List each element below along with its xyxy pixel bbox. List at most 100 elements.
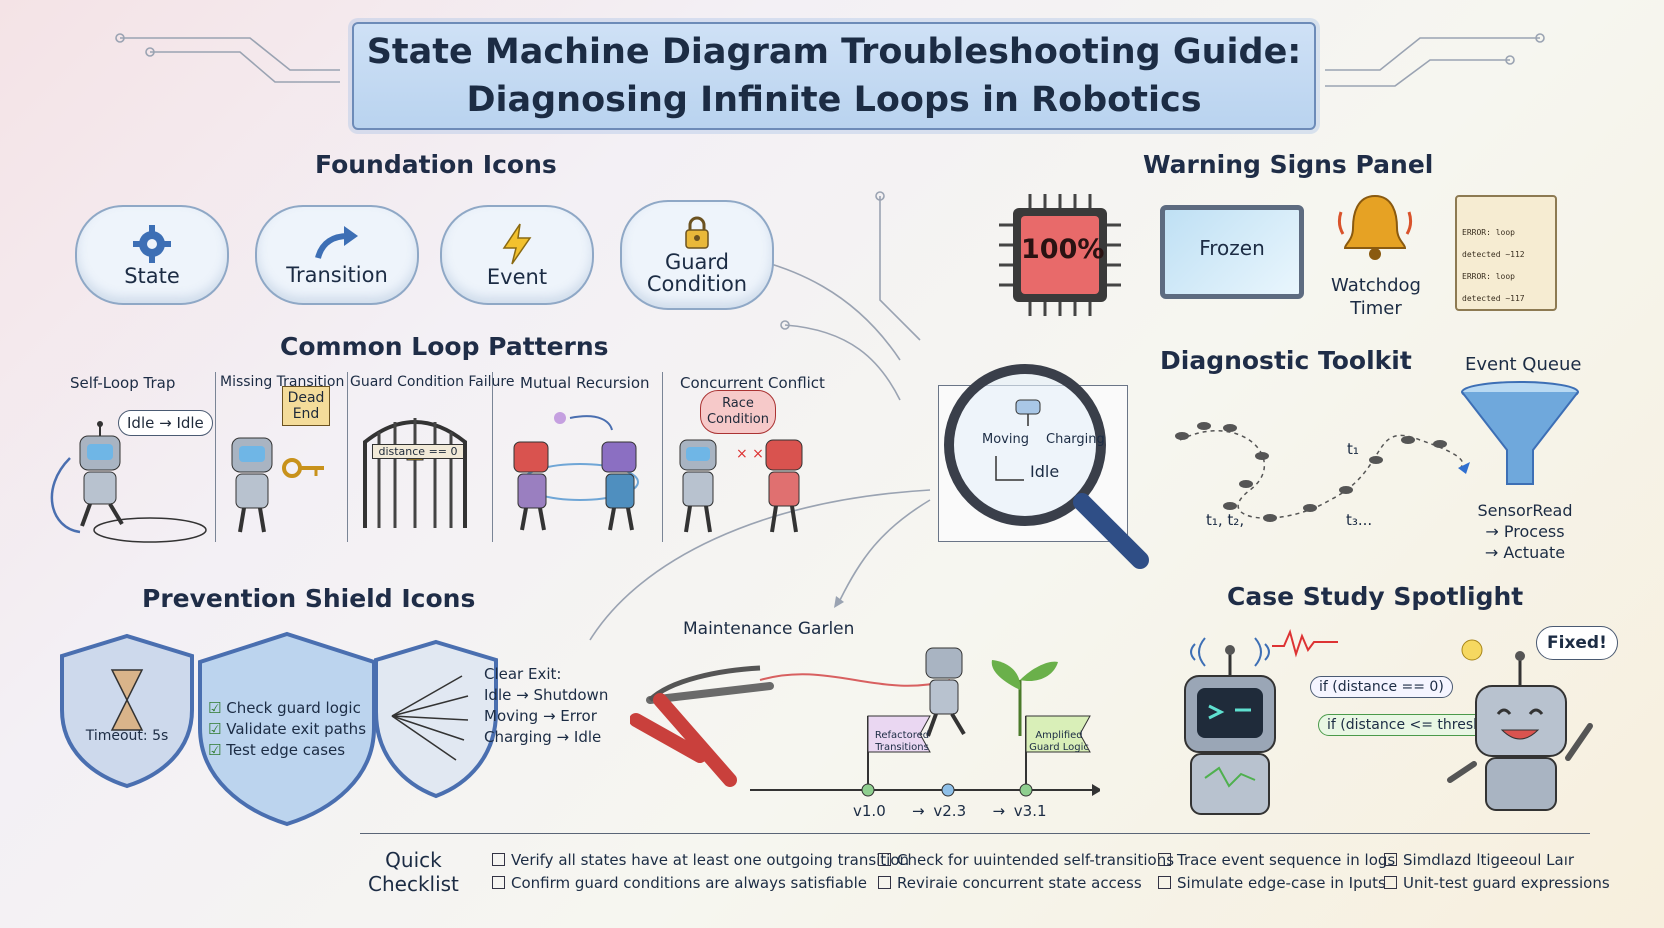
trace-t1-label: t₁ [1347,440,1359,458]
prevention-check-2: ☑ Validate exit paths [208,720,367,738]
footprint-trace-illustration [1175,422,1470,522]
fixed-bubble: Fixed! [1536,626,1618,660]
checkbox[interactable] [1158,876,1171,889]
patterns-strip: Self-Loop Trap Missing Transition Guard … [10,368,890,548]
lightning-icon [502,223,532,265]
event-pipeline: SensorRead → Process → Actuate [1462,500,1588,563]
self-loop-robot-illustration [50,421,207,543]
checkbox[interactable] [878,853,891,866]
checklist-title: Quick Checklist [368,848,459,896]
checklist-shield-icon [198,631,376,827]
pipeline-step-3: → Actuate [1484,543,1566,562]
warning-heading: Warning Signs Panel [1143,150,1434,179]
pattern-mutual-title: Mutual Recursion [520,374,650,392]
dead-end-sign: Dead End [282,386,330,426]
checklist-item-1[interactable]: Verify all states have at least one outg… [492,851,909,869]
case-study-heading: Case Study Spotlight [1227,582,1524,611]
checklist-item-3[interactable]: Trace event sequence in logs [1158,851,1395,869]
lock-icon [685,216,709,249]
checklist-title-2: Checklist [368,872,459,896]
arrow-icon [315,226,358,259]
magnifier-idle-label: Idle [1030,462,1060,481]
foundation-state-cloud: State [75,205,229,305]
clear-exit-block: Clear Exit: Idle → Shutdown Moving → Err… [484,664,608,748]
foundation-guard-cloud: Guard Condition [620,200,774,310]
clear-exit-2: Moving → Error [484,707,597,725]
event-queue-label: Event Queue [1465,354,1582,375]
version-2: → v2.3 [912,802,967,820]
cpu-overload-icon [999,194,1121,316]
version-1: v1.0 [853,802,886,820]
frozen-screen-icon [1160,205,1304,299]
pattern-guard-title: Guard Condition Failure [350,374,515,390]
foundation-event-label: Event [486,265,548,289]
checkbox[interactable] [1158,853,1171,866]
foundation-transition-label: Transition [286,263,388,287]
bell-icon [1337,194,1413,260]
timeout-shield-icon [60,633,194,789]
title-line-2: Diagnosing Infinite Loops in Robotics [466,80,1202,120]
fixed-code-bubble: if (distance <= threshold) [1318,714,1518,736]
pattern-concurrent-title: Concurrent Conflict [680,374,825,392]
checklist-item-2[interactable]: Check for uuintended self-transitions [878,851,1174,869]
checkbox[interactable] [878,876,891,889]
checklist-item-8[interactable]: Unit-test guard expressions [1384,874,1610,892]
garden-flag-2: Amplified Guard Logic [1029,730,1089,753]
clear-exit-3: Charging → Idle [484,728,602,746]
pipeline-step-2: → Process [1485,522,1565,541]
happy-robot-illustration [1447,639,1593,811]
checklist-item-4[interactable]: Simdlazd ltigeeoul Laır [1384,851,1574,869]
clear-exit-title: Clear Exit: [484,665,562,683]
concurrent-conflict-illustration: × × [679,439,803,533]
checklist-title-1: Quick [385,848,442,872]
foundation-heading: Foundation Icons [315,150,557,179]
guard-distance-sign: distance == 0 [372,444,464,459]
gear-icon [133,225,171,263]
garden-flag-1: Refactored Transitions [874,730,930,753]
checkbox[interactable] [1384,853,1397,866]
svg-text:× ×: × × [736,446,764,462]
checklist-item-6[interactable]: Reviraie concurrent state access [878,874,1142,892]
buggy-code-bubble: if (distance == 0) [1310,676,1453,698]
log-lines: ERROR: loop detected ~112 ERROR: loop de… [1462,222,1552,310]
log-line-1: ERROR: loop detected ~112 [1462,228,1525,259]
clear-exit-1: Idle → Shutdown [484,686,609,704]
foundation-transition-cloud: Transition [255,205,419,305]
race-condition-cloud: Race Condition [700,390,776,434]
locked-gate-illustration [363,418,467,528]
version-3: → v3.1 [992,802,1047,820]
prevention-checks: ☑ Check guard logic ☑ Validate exit path… [208,698,366,761]
log-line-2: ERROR: loop detected ~117 [1462,272,1525,303]
title-banner: State Machine Diagram Troubleshooting Gu… [352,22,1316,130]
missing-transition-robot-illustration [231,437,324,533]
prevention-check-3: ☑ Test edge cases [208,741,346,759]
pattern-self-loop-title: Self-Loop Trap [70,374,176,392]
patterns-heading: Common Loop Patterns [280,332,609,361]
checkbox[interactable] [492,853,505,866]
checklist-item-5[interactable]: Confirm guard conditions are always sati… [492,874,867,892]
title-line-1: State Machine Diagram Troubleshooting Gu… [366,32,1302,72]
exit-shield-icon [374,639,498,799]
funnel-icon [1461,381,1579,485]
timeout-label: Timeout: 5s [85,728,169,744]
log-scroll-icon [1455,195,1557,311]
magnifier-charging-label: Charging [1046,432,1105,447]
magnifier-moving-label: Moving [982,432,1029,447]
foundation-guard-label: Guard Condition [646,250,748,296]
buggy-robot-illustration [1184,637,1276,815]
toolkit-heading: Diagnostic Toolkit [1160,346,1412,375]
checkbox[interactable] [1384,876,1397,889]
garden-title: Maintenance Garlen [683,619,855,639]
magnifier-icon [944,364,1149,569]
maintenance-garden-illustration [630,647,1100,797]
checkbox[interactable] [492,876,505,889]
frozen-label: Frozen [1199,236,1265,260]
trace-t1-t2-label: t₁, t₂, [1206,511,1245,529]
checklist-divider [360,833,1590,834]
foundation-event-cloud: Event [440,205,594,305]
foundation-state-label: State [124,264,180,288]
mutual-recursion-illustration [513,412,639,531]
checklist-item-7[interactable]: Simulate edge-case in Iputs [1158,874,1386,892]
prevention-check-1: ☑ Check guard logic [208,699,361,717]
